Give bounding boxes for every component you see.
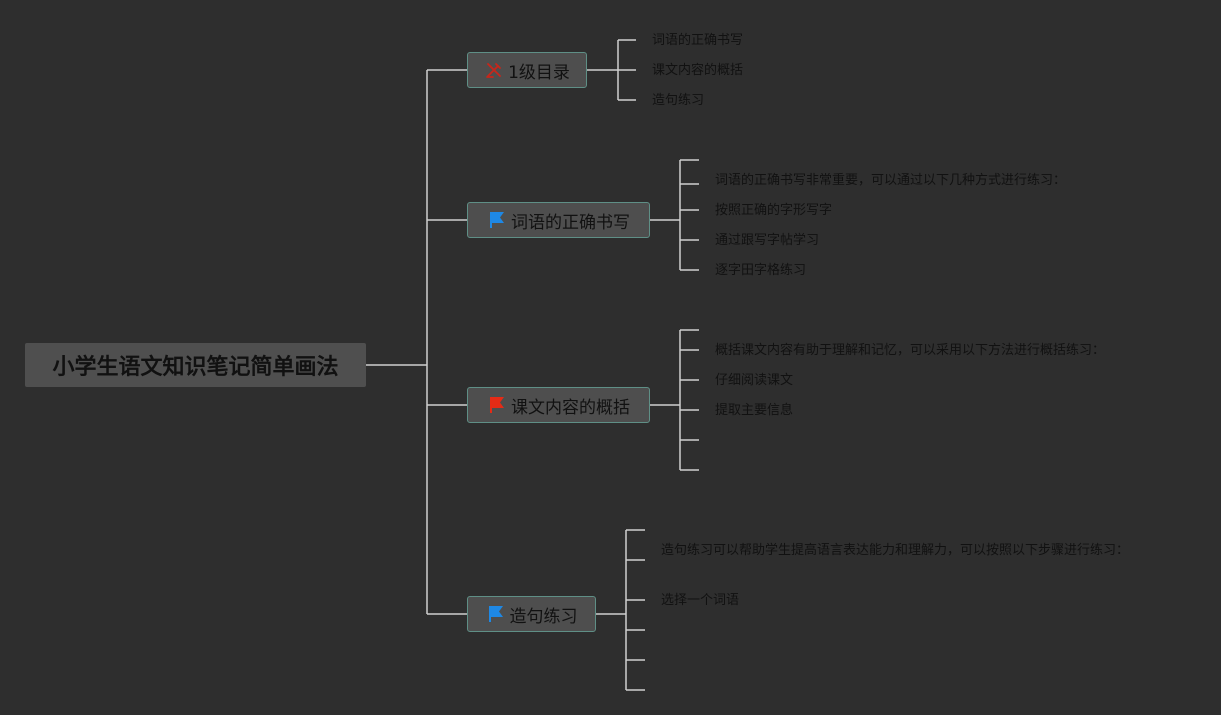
leaf-topic[interactable]: 造句练习可以帮助学生提高语言表达能力和理解力，可以按照以下步骤进行练习： (661, 543, 1130, 558)
leaf-topic[interactable]: 词语的正确书写非常重要，可以通过以下几种方式进行练习： (715, 173, 1067, 188)
blue-flag-icon (487, 210, 507, 230)
branch-topic-label: 造句练习 (509, 606, 578, 627)
branch-topic-label: 词语的正确书写 (511, 212, 630, 233)
branch-topic-3[interactable]: 课文内容的概括 (467, 387, 650, 423)
leaf-topic[interactable]: 选择一个词语 (661, 593, 740, 608)
leaf-topic[interactable]: 逐字田字格练习 (715, 263, 807, 278)
root-topic[interactable]: 小学生语文知识笔记简单画法 (25, 343, 366, 387)
leaf-topic[interactable]: 仔细阅读课文 (715, 373, 794, 388)
leaf-bracket-2 (650, 159, 699, 271)
leaf-topic[interactable]: 概括课文内容有助于理解和记忆，可以采用以下方法进行概括练习： (715, 343, 1106, 358)
leaf-bracket-3 (650, 329, 699, 471)
leaf-topic[interactable]: 提取主要信息 (715, 403, 794, 418)
branch-topic-4[interactable]: 造句练习 (467, 596, 596, 632)
leaf-topic[interactable]: 词语的正确书写 (652, 33, 744, 48)
leaf-bracket-4 (596, 529, 645, 691)
leaf-topic[interactable]: 按照正确的字形写字 (715, 203, 833, 218)
leaf-bracket-1 (587, 39, 636, 101)
leaf-topic[interactable]: 通过跟写字帖学习 (715, 233, 820, 248)
leaf-topic[interactable]: 课文内容的概括 (652, 63, 744, 78)
blue-flag-icon (486, 604, 506, 624)
branch-topic-1[interactable]: 1级目录 (467, 52, 587, 88)
branch-topic-label: 课文内容的概括 (511, 397, 630, 418)
branch-topic-label: 1级目录 (508, 62, 570, 83)
red-flag-icon (487, 395, 507, 415)
leaf-topic[interactable]: 造句练习 (652, 93, 705, 108)
tools-icon (484, 60, 504, 80)
branch-topic-2[interactable]: 词语的正确书写 (467, 202, 650, 238)
root-topic-label: 小学生语文知识笔记简单画法 (52, 355, 339, 380)
